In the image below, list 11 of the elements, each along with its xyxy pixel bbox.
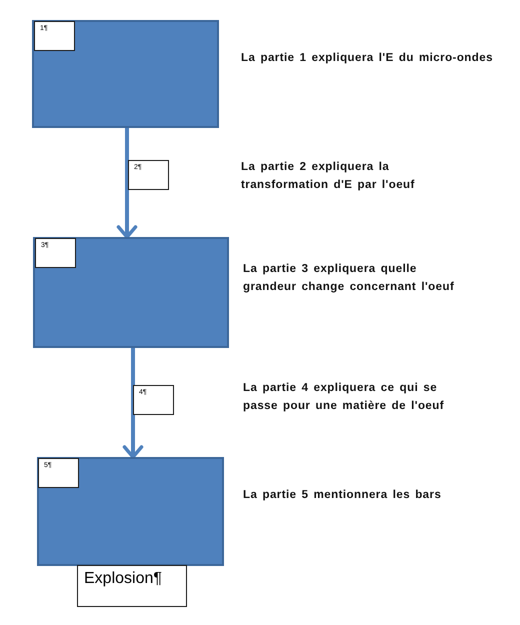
description-text: La partie 1 expliquera l'E du micro-ondes bbox=[241, 51, 494, 66]
description-text: La partie 3 expliquera quelle grandeur change concernant l'oeuf bbox=[243, 262, 456, 295]
process-box bbox=[33, 237, 229, 348]
description-text: La partie 2 expliquera la transformation d'E par l'oeuf bbox=[241, 160, 416, 193]
process-box bbox=[32, 20, 219, 128]
process-box bbox=[37, 457, 224, 566]
arrow bbox=[122, 348, 144, 459]
arrow bbox=[116, 128, 138, 239]
description-text: La partie 5 mentionnera les bars bbox=[243, 488, 442, 503]
description-text: La partie 4 expliquera ce qui se passe pour une matière de l'oeuf bbox=[243, 381, 446, 414]
result-box: Explosion¶ bbox=[77, 565, 187, 607]
